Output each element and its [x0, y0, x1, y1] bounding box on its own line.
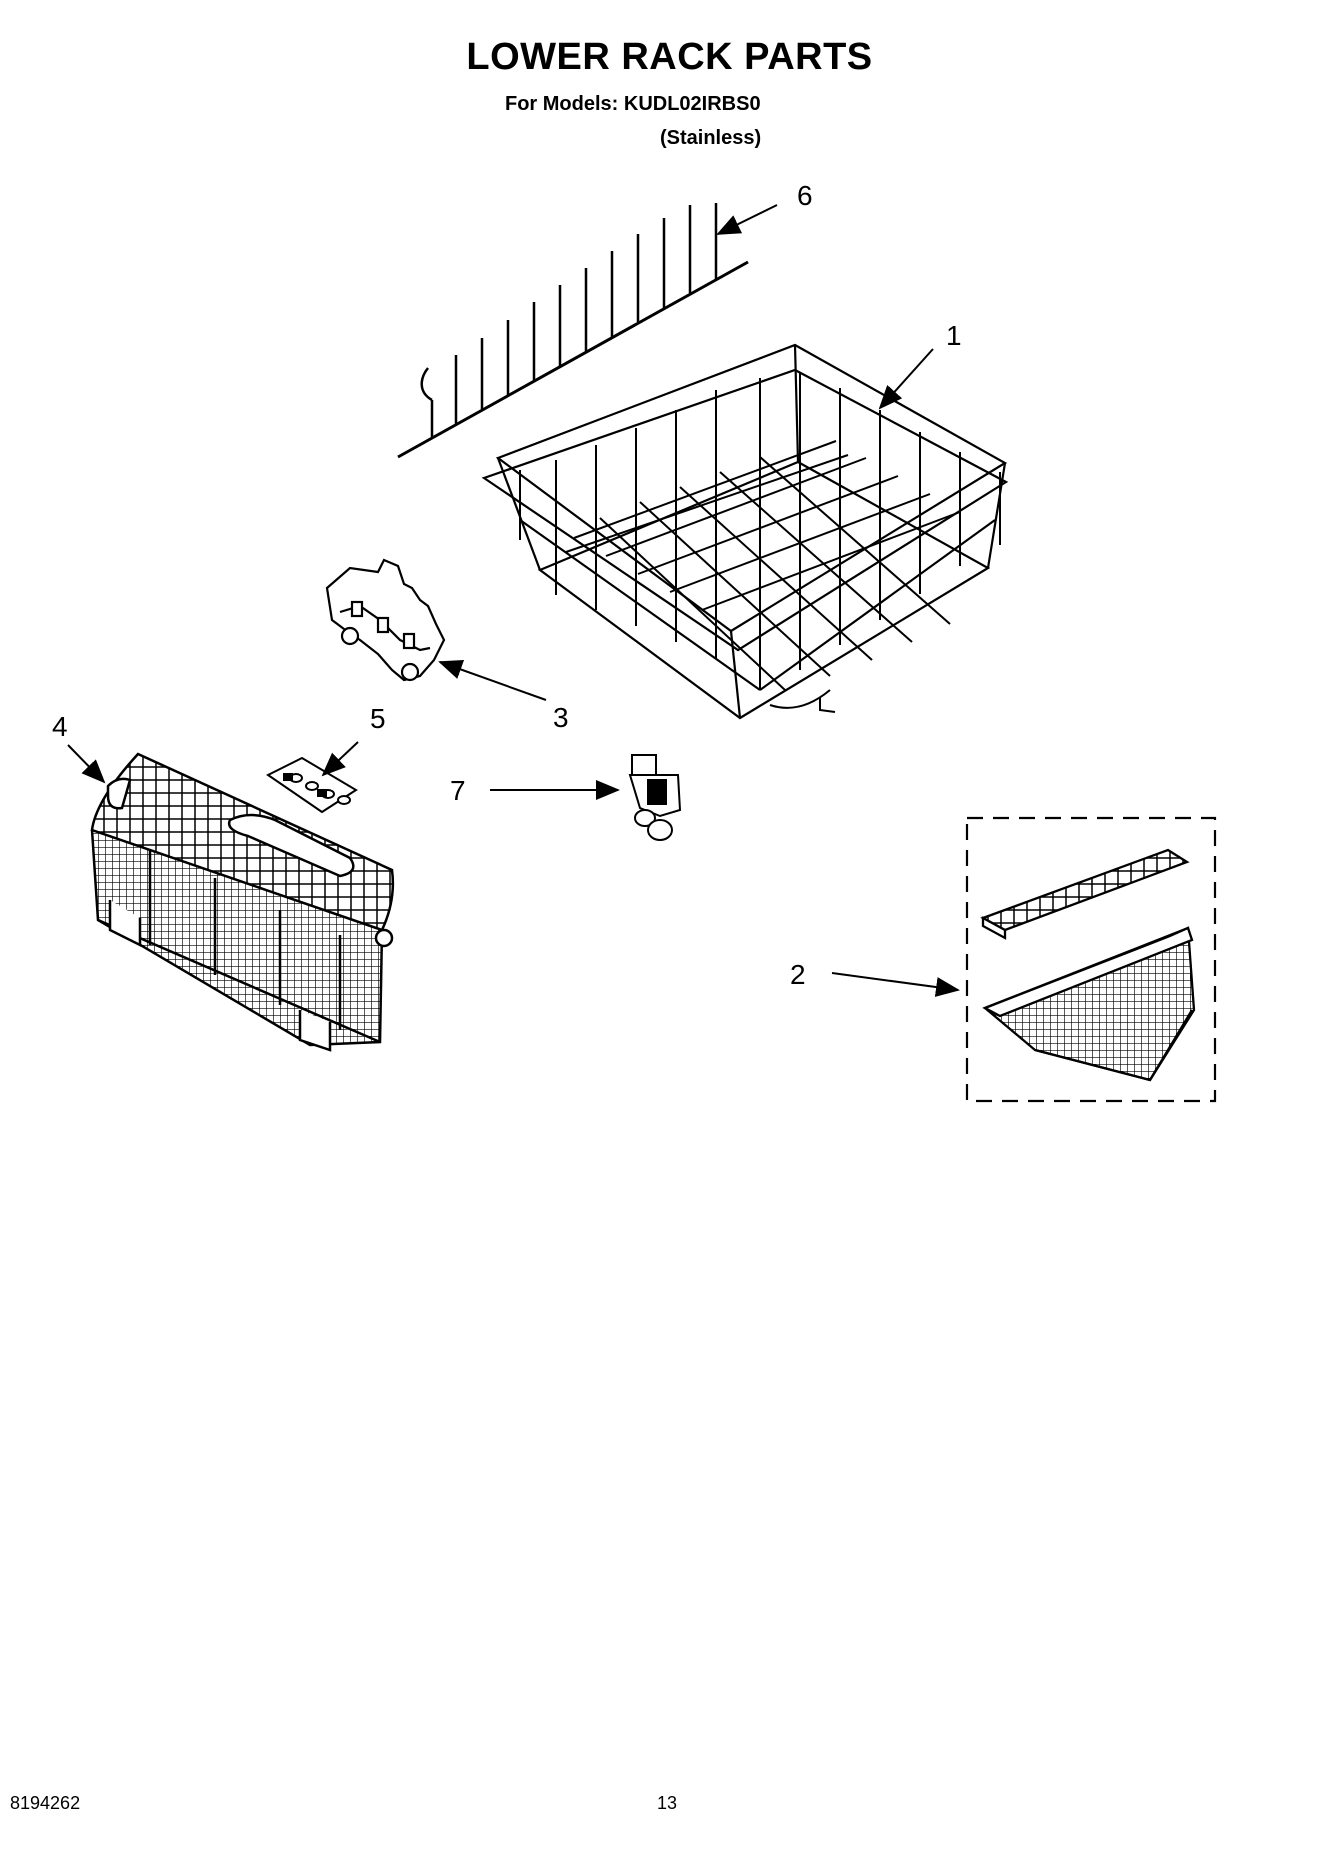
- rack-roller-part-7: [628, 754, 682, 841]
- lower-rack-part-1: [481, 343, 1009, 720]
- page-title: LOWER RACK PARTS: [466, 36, 873, 78]
- tine-row-part-6: [397, 203, 749, 459]
- callout-2: 2: [790, 959, 806, 990]
- silverware-basket-part-4: [90, 752, 395, 1052]
- wheel-bracket-part-3: [325, 558, 446, 682]
- models-line: For Models: KUDL02IRBS0: [505, 93, 761, 115]
- callout-4: 4: [52, 711, 68, 742]
- finish-line: (Stainless): [660, 127, 762, 149]
- small-basket-part-2: [965, 816, 1217, 1103]
- callout-3: 3: [553, 702, 569, 733]
- document-number: 8194262: [10, 1793, 81, 1813]
- callout-1: 1: [946, 320, 962, 351]
- callout-7: 7: [450, 775, 466, 806]
- callout-5: 5: [370, 703, 386, 734]
- callout-6: 6: [797, 180, 813, 211]
- page-number: 13: [657, 1793, 678, 1813]
- clip-part-5: [266, 756, 358, 814]
- leader-arrows: [67, 204, 960, 997]
